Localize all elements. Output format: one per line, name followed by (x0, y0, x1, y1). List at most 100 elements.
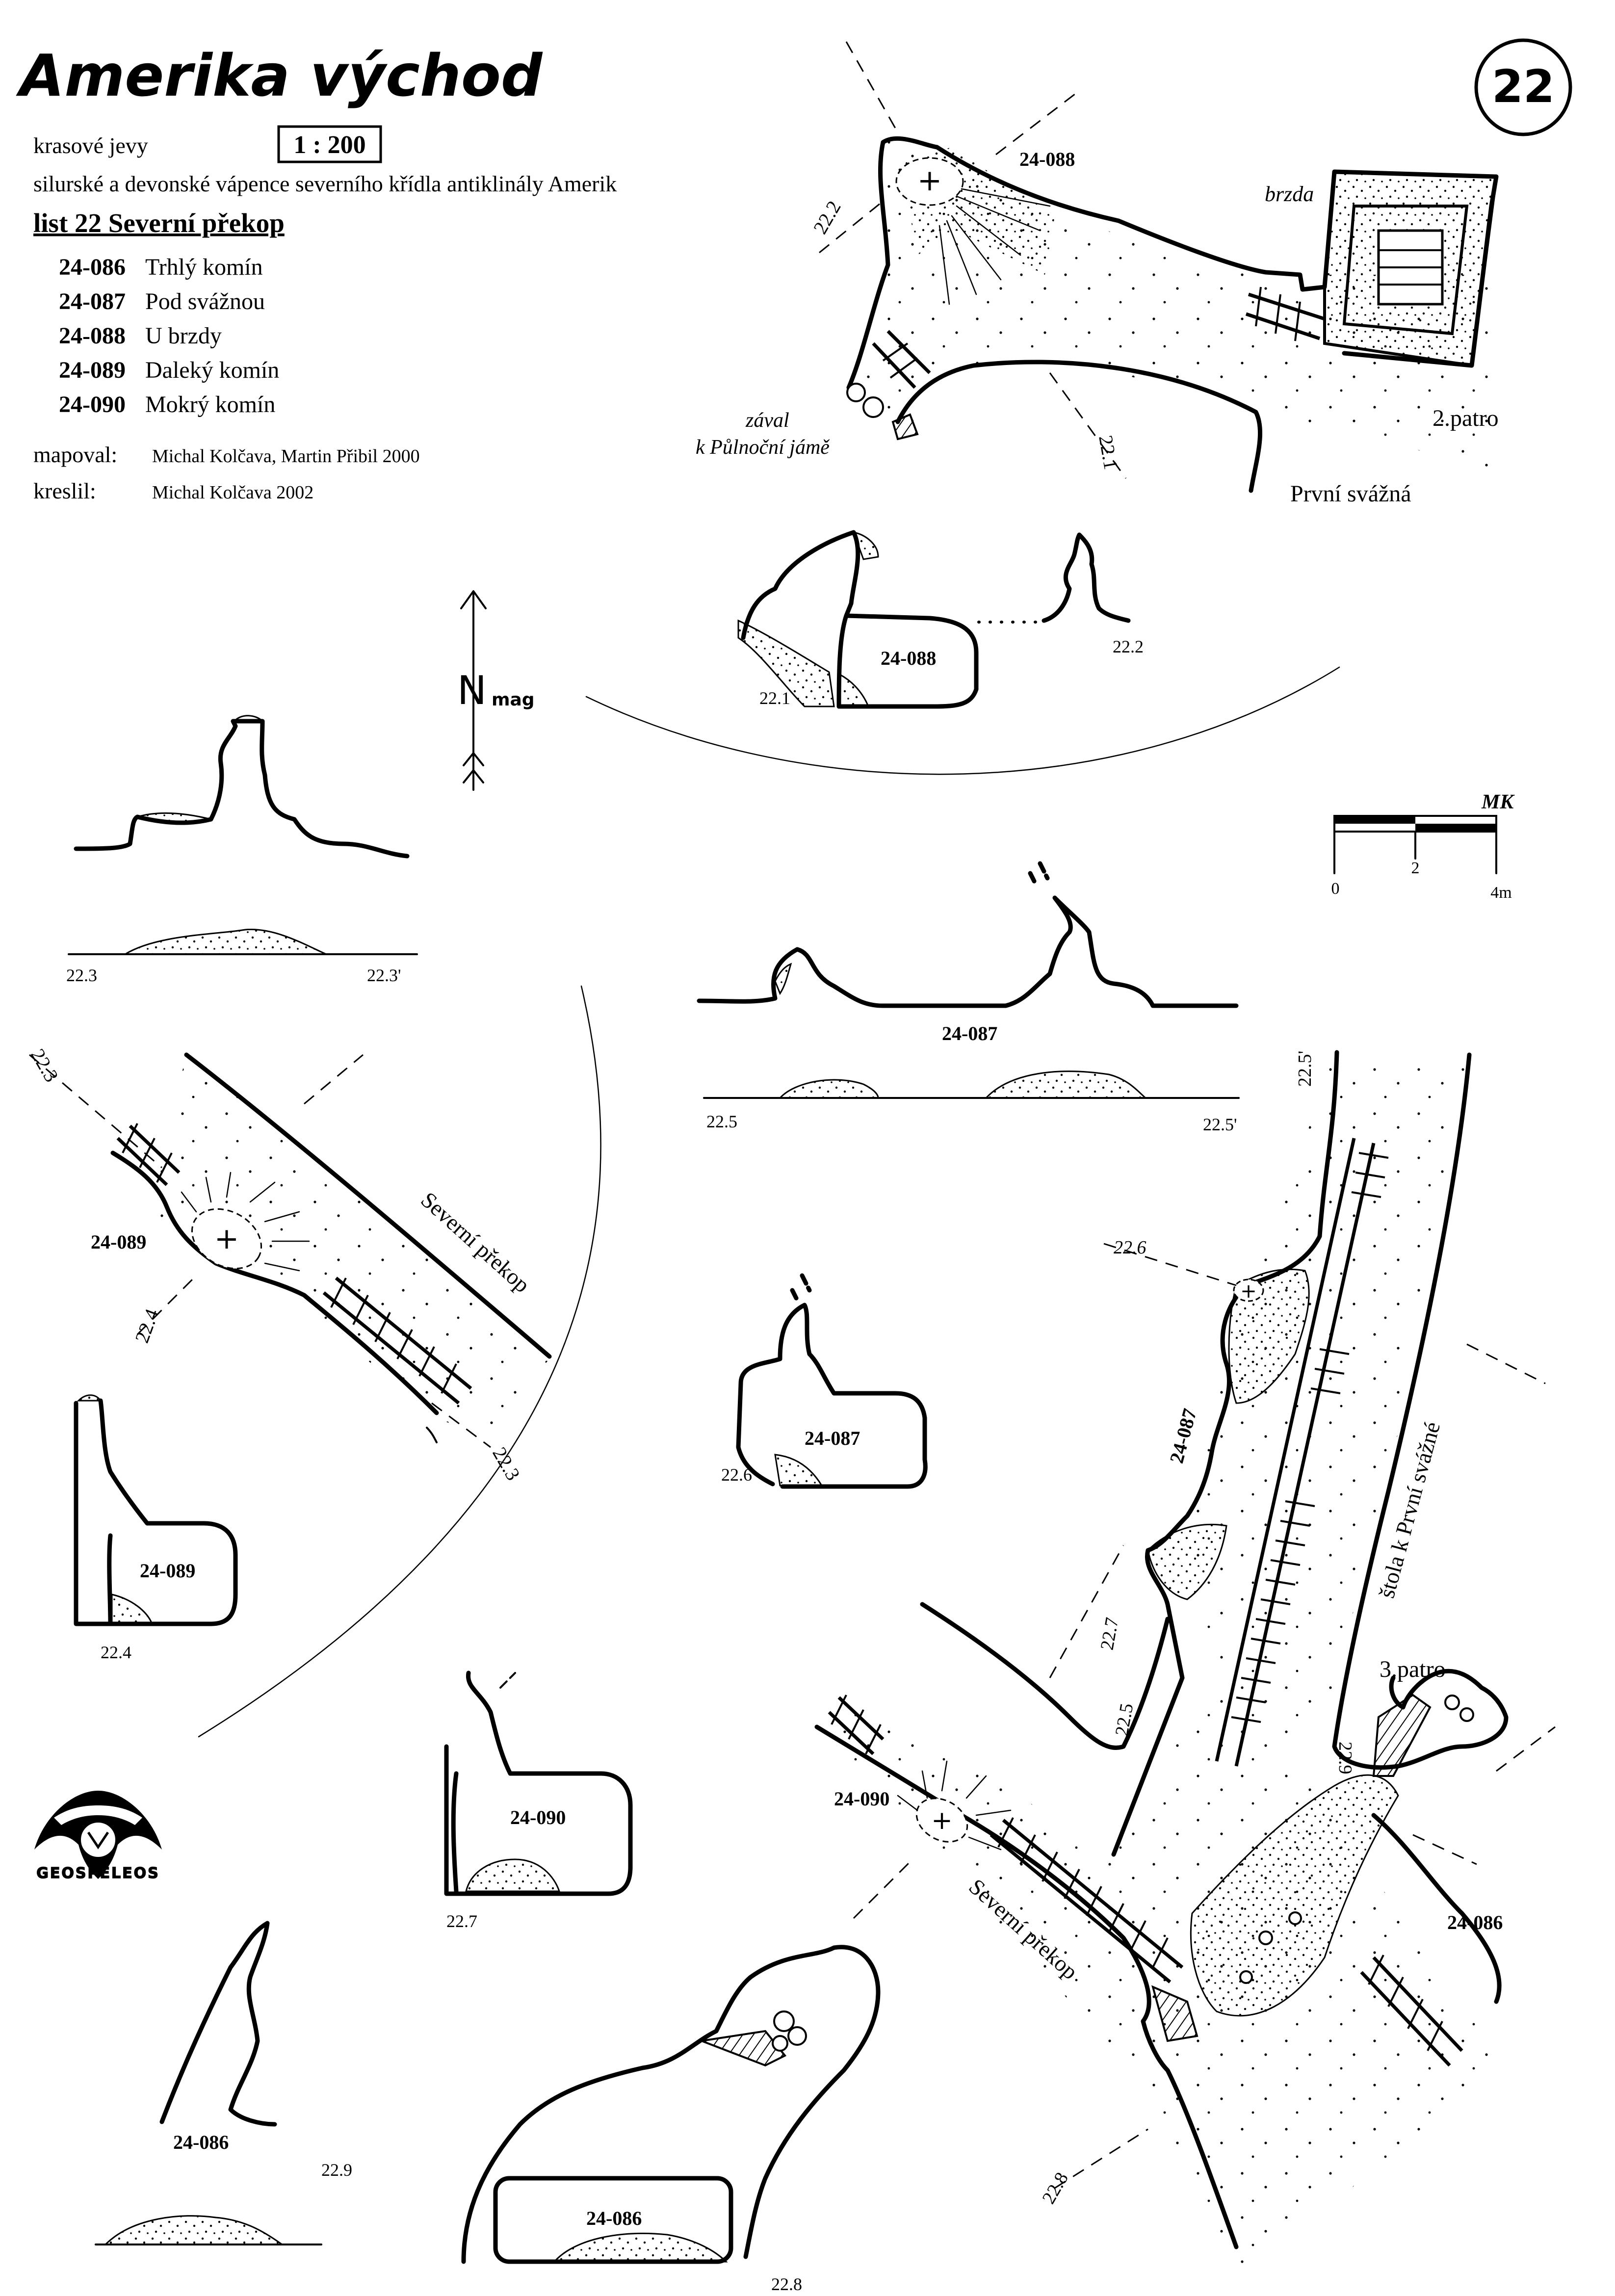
section-marker: 22.5 (1112, 1702, 1138, 1738)
section-line (1466, 1343, 1546, 1384)
scale-bar: 0 2 4m MK (1331, 791, 1515, 902)
rubble-block (698, 2030, 787, 2067)
rubble-block (846, 383, 866, 402)
section-label: 22.1 (759, 688, 790, 708)
list-item: 24-088 U brzdy (59, 323, 222, 349)
chimney-outline (1233, 1278, 1264, 1302)
list-item: 24-089 Daleký komín (59, 357, 279, 383)
section-line (1049, 372, 1127, 479)
section-feature: 24-090 (510, 1806, 566, 1828)
rubble-fill (1190, 1774, 1399, 2017)
section-line (853, 1858, 913, 1919)
shaft-profile (1028, 861, 1050, 886)
rubble-fill (1228, 1268, 1310, 1404)
geospeleos-logo-icon: GEOSPELEOS (34, 1791, 162, 1882)
section-feature: 24-088 (881, 647, 936, 669)
feature-label: 24-089 (91, 1231, 146, 1253)
corridor-wall (110, 1150, 439, 1415)
section-marker: 22.3 (488, 1443, 524, 1484)
section-marker: 22.9 (1335, 1742, 1355, 1774)
shaft-profile (790, 1273, 812, 1303)
section-label: 22.6 (721, 1465, 752, 1485)
section-feature: 24-086 (173, 2131, 229, 2153)
plan-left: + 24-089 Severní překop 22.3 22.3 22.4 (26, 1045, 552, 1484)
section-24-089: 24-089 22.4 (74, 1394, 238, 1662)
list-item: 24-086 Trhlý komín (59, 254, 263, 280)
rail-track (1215, 1138, 1389, 1767)
shaft-profile (1042, 532, 1131, 623)
section-label: 22.7 (446, 1911, 477, 1931)
floor-stipple (839, 673, 870, 707)
section-profile (736, 1303, 928, 1489)
rubble-block (1444, 1695, 1460, 1710)
scale-ratio: 1 : 200 (293, 131, 365, 159)
north-sub: mag (492, 690, 535, 710)
feature-code: 24-086 (59, 254, 126, 280)
section-line (1049, 1545, 1124, 1678)
list-item: 24-090 Mokrý komín (59, 391, 275, 417)
feature-name: Mokrý komín (145, 391, 275, 417)
section-marker: 22.5' (1295, 1051, 1315, 1087)
passage-wall (895, 360, 1263, 493)
rubble-block (773, 2010, 795, 2032)
slope-ticks (938, 188, 1051, 305)
section-line (1054, 2128, 1148, 2189)
section-label: 22.5 (706, 1112, 737, 1131)
rubble-block (1288, 1911, 1302, 1925)
section-profile (461, 1945, 881, 2264)
plan-right: + + 24-087 24-090 24-086 štola k První s… (814, 1050, 1556, 2286)
rubble-target: k Půlnoční jámě (696, 436, 830, 459)
rail-track (322, 1277, 472, 1405)
scale-box (277, 125, 382, 163)
north-arrow: N mag (457, 590, 535, 791)
feature-code: 24-087 (59, 288, 126, 314)
section-24-086b: 24-086 22.8 (461, 1945, 881, 2294)
rubble-fill (737, 619, 835, 707)
list-item: 24-087 Pod svážnou (59, 288, 265, 314)
section-marker: 22.8 (1038, 2169, 1072, 2208)
feature-code: 24-089 (59, 357, 126, 383)
floor-stipple (778, 1079, 879, 1099)
view-boundary-arc (198, 985, 601, 1738)
section-profile (697, 895, 1239, 1008)
section-profile (107, 1533, 113, 1626)
section-marker: 22.6 (1114, 1237, 1146, 1258)
section-marker: 22.3 (26, 1045, 63, 1086)
section-profile (741, 530, 979, 709)
section-line (1496, 1726, 1556, 1772)
corridor-wall (426, 1427, 438, 1443)
scale-tick: 0 (1331, 880, 1340, 898)
rubble-block (787, 2026, 807, 2046)
feature-list: 24-086 Trhlý komín 24-087 Pod svážnou 24… (59, 254, 279, 417)
corridor-wall (920, 1602, 1170, 1750)
section-marker: 22.1 (1094, 434, 1122, 471)
rail-track (1360, 1955, 1463, 2067)
section-line (136, 1275, 197, 1335)
floor-stipple (984, 1070, 1148, 1099)
sheet-number: 22 (1492, 60, 1555, 113)
north-arrow-tail (463, 752, 484, 783)
section-profile (444, 1670, 633, 1896)
section-feature: 24-086 (586, 2207, 642, 2229)
section-feature: 24-087 (942, 1022, 997, 1044)
scale-tick: 4m (1490, 884, 1511, 902)
chimney-cross-icon: + (931, 1806, 953, 1835)
slope-ticks (897, 1760, 1012, 1851)
rubble-fill (1147, 1524, 1227, 1600)
geology-note: silurské a devonské vápence severního kř… (33, 171, 617, 196)
rubble-fill (774, 1454, 823, 1487)
rubble-fill (852, 531, 879, 560)
section-24-088: 24-088 22.1 22.2 (737, 530, 1144, 709)
feature-name: Pod svážnou (145, 288, 265, 314)
section-line (845, 41, 899, 133)
feature-code: 24-090 (59, 391, 126, 417)
feature-code: 24-088 (59, 323, 126, 349)
chimney-cross-icon: + (214, 1222, 239, 1256)
section-line (304, 1054, 364, 1105)
chimney-outline (191, 1208, 262, 1270)
section-label: 22.3 (66, 965, 97, 985)
passage-wall (881, 136, 1499, 368)
section-label: 22.2 (1113, 637, 1144, 656)
section-profile (74, 1398, 238, 1626)
section-label: 22.5' (1203, 1115, 1237, 1134)
